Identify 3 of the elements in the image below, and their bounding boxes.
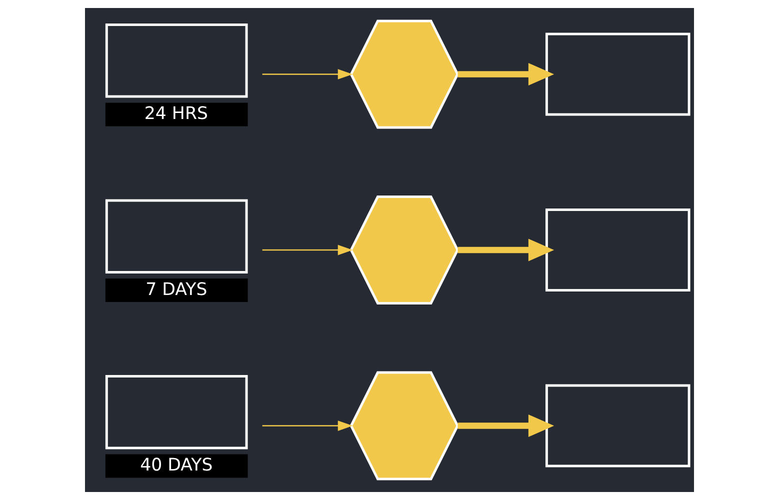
node-label: 40 DAYS	[140, 456, 213, 476]
node-label: 7 DAYS	[146, 280, 208, 300]
node-label: 24 HRS	[144, 104, 208, 124]
